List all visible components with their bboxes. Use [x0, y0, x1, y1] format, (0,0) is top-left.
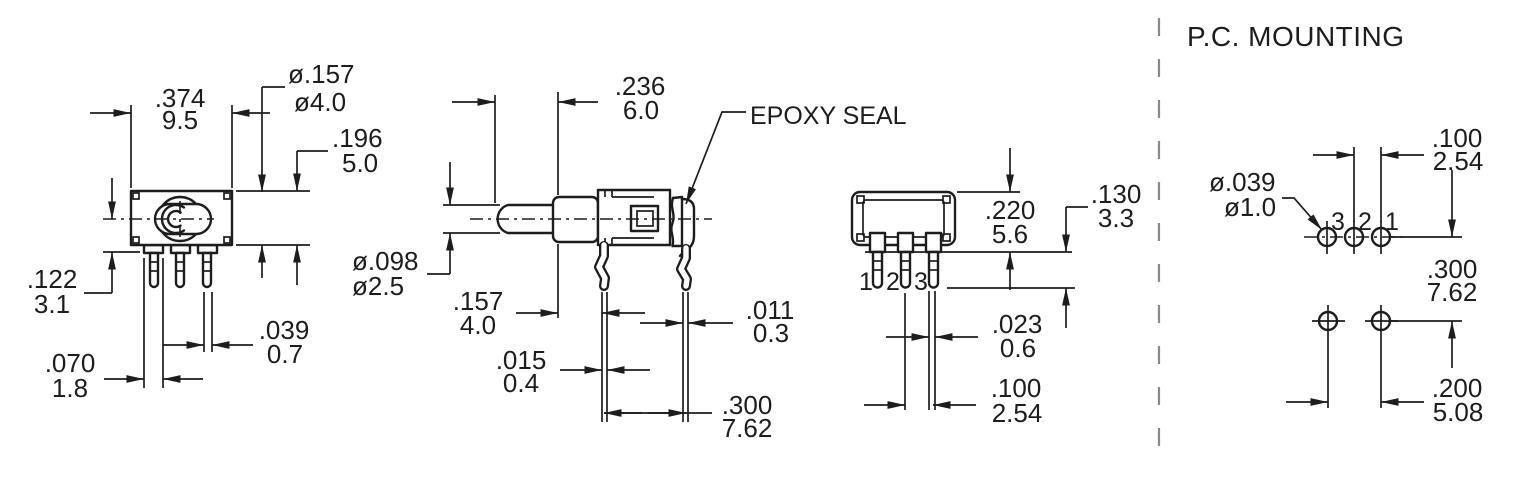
front-view-switch-body — [850, 190, 957, 289]
dim-actuator-dia-mm: ø4.0 — [294, 87, 346, 117]
dim-pin-pitch-in: .100 — [991, 373, 1042, 403]
dim-pin-width-in: .039 — [259, 315, 310, 345]
dim-hole-pitch-in: .100 — [1432, 123, 1483, 153]
pc-mounting-view: P.C. MOUNTING .100 2.54 ø.039 ø1.0 .300 … — [1187, 21, 1483, 427]
dim-pin-pitch-mm: 2.54 — [992, 398, 1043, 428]
dim-rear-pin-thickness-mm: 0.3 — [753, 318, 789, 348]
dim-body-width-in: .374 — [155, 83, 206, 113]
pin-label-3: 3 — [914, 268, 928, 296]
dim-pin-length-mm: 3.3 — [1098, 203, 1134, 233]
dim-pin-thickness-in: .023 — [992, 309, 1043, 339]
hole-label-1: 1 — [1385, 208, 1399, 236]
dim-col-spacing-mm: 5.08 — [1433, 397, 1484, 427]
dim-center-to-stub-in: .122 — [27, 264, 78, 294]
dim-lever-length-in: .236 — [615, 71, 666, 101]
side-view-switch-body — [470, 188, 712, 291]
dim-center-to-stub-mm: 3.1 — [34, 289, 70, 319]
mounting-holes-bottom-row — [1312, 305, 1398, 408]
dim-lever-length-mm: 6.0 — [623, 95, 659, 125]
mounting-holes-top-row — [1304, 221, 1406, 254]
dim-rear-pin-thickness-in: .011 — [746, 295, 795, 325]
dim-hole-dia-in: ø.039 — [1209, 167, 1276, 197]
top-view-switch-body — [103, 189, 234, 289]
dim-body-width-mm: 9.5 — [162, 105, 198, 135]
dim-pin-thickness-mm: 0.6 — [1000, 333, 1036, 363]
dim-bushing-to-pin-mm: 4.0 — [460, 310, 496, 340]
dim-pin-length-in: .130 — [1091, 179, 1142, 209]
dim-front-pin-thickness-in: .015 — [496, 345, 547, 375]
dim-lever-dia-mm: ø2.5 — [352, 271, 404, 301]
pc-mounting-title: P.C. MOUNTING — [1187, 21, 1405, 52]
dim-shoulder-height-in: .220 — [985, 195, 1036, 225]
bent-pins — [594, 241, 692, 291]
dim-body-height-in: .196 — [332, 123, 383, 153]
body-corner-marks — [132, 192, 231, 244]
dim-bushing-to-pin-in: .157 — [453, 286, 504, 316]
dim-shoulder-height-mm: 5.6 — [992, 219, 1028, 249]
epoxy-seal-label: EPOXY SEAL — [750, 102, 907, 130]
dim-stub-width-mm: 1.8 — [52, 373, 88, 403]
hole-label-3: 3 — [1331, 208, 1345, 236]
dim-row-spacing-mm: 7.62 — [1427, 277, 1478, 307]
pin-label-1: 1 — [859, 268, 873, 296]
dim-hole-pitch-mm: 2.54 — [1433, 146, 1484, 176]
pin-crimp-marks — [873, 260, 938, 271]
dim-row-spacing-in: .300 — [1427, 254, 1478, 284]
dim-stub-width-in: .070 — [45, 348, 96, 378]
dim-col-spacing-in: .200 — [1432, 373, 1483, 403]
dim-front-pin-thickness-mm: 0.4 — [503, 368, 539, 398]
pin-crimp-marks — [150, 261, 211, 272]
dim-pin-width-mm: 0.7 — [267, 339, 303, 369]
dim-actuator-dia-in: ø.157 — [288, 59, 355, 89]
pin-label-2: 2 — [886, 268, 900, 296]
side-view: .236 6.0 EPOXY SEAL ø.098 ø2.5 .157 4.0 … — [352, 71, 907, 443]
hole-label-2: 2 — [1358, 208, 1372, 236]
dim-pin-row-spacing-in: .300 — [722, 390, 773, 420]
dim-lever-dia-in: ø.098 — [352, 246, 419, 276]
dim-pin-row-spacing-mm: 7.62 — [722, 413, 773, 443]
dim-body-height-mm: 5.0 — [342, 148, 378, 178]
dim-hole-dia-mm: ø1.0 — [1224, 192, 1276, 222]
top-view: .374 9.5 ø.157 ø4.0 .196 5.0 .122 3.1 .0… — [27, 59, 383, 403]
actuator-c-ring-inner — [166, 209, 182, 229]
front-view: .220 5.6 .130 3.3 .023 0.6 .100 2.54 — [850, 148, 1142, 428]
